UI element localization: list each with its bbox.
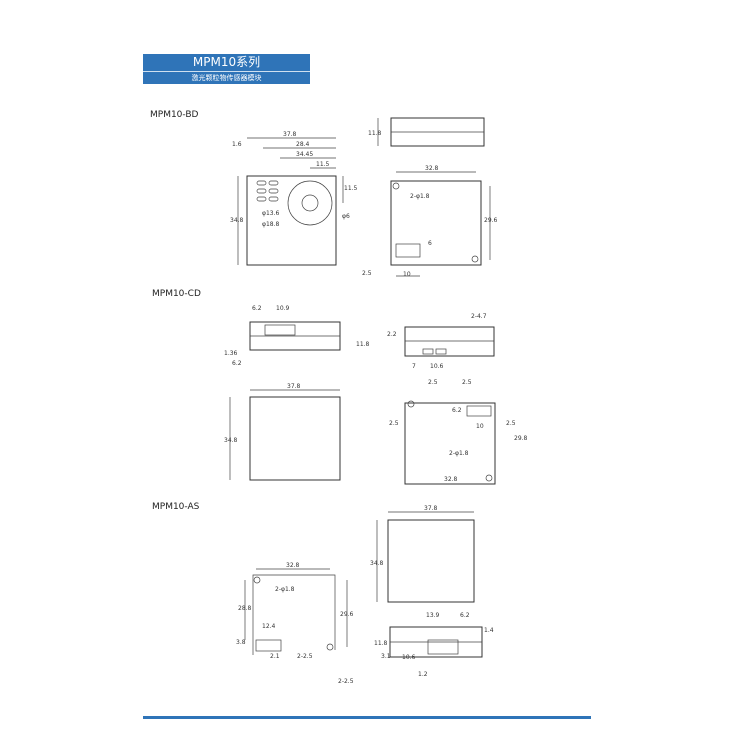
- section-label-as: MPM10-AS: [152, 502, 200, 512]
- dim-label: 2.5: [462, 379, 472, 386]
- dim-label: 3.1: [381, 653, 391, 660]
- dim-label: 13.9: [426, 612, 440, 619]
- as-bottom-view: 32.8 2-φ1.8 28.8 29.6 12.4 3.8 2.1 2-2.5…: [236, 562, 354, 685]
- dim-label: 10.6: [430, 363, 444, 370]
- dim-label: 11.5: [316, 161, 330, 168]
- dim-label: 37.8: [283, 131, 297, 138]
- cd-side-view-2: 2-4.7 2.2 7 10.6: [387, 313, 495, 370]
- dim-label: 29.6: [340, 611, 354, 618]
- series-title: MPM10系列: [143, 54, 310, 72]
- dim-label: 32.8: [444, 476, 458, 483]
- dim-label: 6: [428, 240, 432, 247]
- dim-label: 37.8: [287, 383, 301, 390]
- bd-side-view: 11.8: [368, 117, 485, 147]
- dim-label: 6.2: [452, 407, 462, 414]
- dim-label: 2-2.5: [297, 653, 313, 660]
- dim-label: 6.2: [232, 360, 242, 367]
- dim-label: 34.8: [230, 217, 244, 224]
- dim-label: 11.5: [344, 185, 358, 192]
- dim-label: 3.8: [236, 639, 246, 646]
- dim-label: 2.5: [362, 270, 372, 277]
- as-side-view: 13.9 6.2 1.4 11.8 3.1 10.6 1.2: [374, 612, 494, 678]
- dim-label: 6.2: [252, 305, 262, 312]
- dim-label: 11.8: [374, 640, 388, 647]
- dim-label: φ18.8: [262, 221, 280, 228]
- cd-front-view: 37.8 34.8: [224, 383, 341, 481]
- dim-label: 2.5: [428, 379, 438, 386]
- dim-label: φ6: [342, 213, 350, 220]
- dim-label: 2-2.5: [338, 678, 354, 685]
- dim-label: 37.8: [424, 505, 438, 512]
- series-header: MPM10系列 激光颗粒物传感器模块: [143, 54, 310, 84]
- footer-rule: [143, 716, 591, 719]
- dim-label: 1.6: [232, 141, 242, 148]
- dim-label: 34.45: [296, 151, 313, 158]
- dim-label: 34.8: [224, 437, 238, 444]
- dim-label: φ13.6: [262, 210, 280, 217]
- dim-label: 1.36: [224, 350, 238, 357]
- dim-label: 2-φ1.8: [410, 193, 430, 200]
- dim-label: 2.2: [387, 331, 397, 338]
- dim-label: 2.1: [270, 653, 280, 660]
- dim-label: 10.9: [276, 305, 290, 312]
- dim-label: 2.5: [389, 420, 399, 427]
- dim-label: 11.8: [368, 130, 382, 137]
- section-label-cd: MPM10-CD: [152, 289, 201, 299]
- dim-label: 1.4: [484, 627, 494, 634]
- dim-label: 10.6: [402, 654, 416, 661]
- dim-label: 28.4: [296, 141, 310, 148]
- dim-label: 32.8: [286, 562, 300, 569]
- bd-front-view: 37.8 1.6 28.4 34.45 11.5 11.5 34.8 φ13.6…: [230, 131, 358, 266]
- dim-label: 7: [412, 363, 416, 370]
- dim-label: 28.8: [238, 605, 252, 612]
- dim-label: 2-4.7: [471, 313, 487, 320]
- dim-label: 12.4: [262, 623, 276, 630]
- dim-label: 10: [476, 423, 484, 430]
- dim-label: 2-φ1.8: [449, 450, 469, 457]
- as-top-view: 37.8 34.8: [370, 505, 475, 603]
- dim-label: 29.6: [484, 217, 498, 224]
- dim-label: 11.8: [356, 341, 370, 348]
- dim-label: 29.8: [514, 435, 528, 442]
- dim-label: 6.2: [460, 612, 470, 619]
- dim-label: 2-φ1.8: [275, 586, 295, 593]
- dim-label: 1.2: [418, 671, 428, 678]
- dim-label: 2.5: [506, 420, 516, 427]
- dim-label: 10: [403, 271, 411, 278]
- cd-back-view: 2.5 2.5 6.2 10 2.5 2.5 29.8 2-φ1.8 32.8: [389, 379, 528, 485]
- dim-label: 32.8: [425, 165, 439, 172]
- dim-label: 34.8: [370, 560, 384, 567]
- series-subtitle: 激光颗粒物传感器模块: [191, 74, 262, 82]
- section-label-bd: MPM10-BD: [150, 110, 199, 120]
- cd-side-view: 6.2 10.9 1.36 6.2 11.8: [224, 305, 370, 367]
- bd-back-view: 32.8 2-φ1.8 29.6 6 2.5 10: [362, 165, 498, 278]
